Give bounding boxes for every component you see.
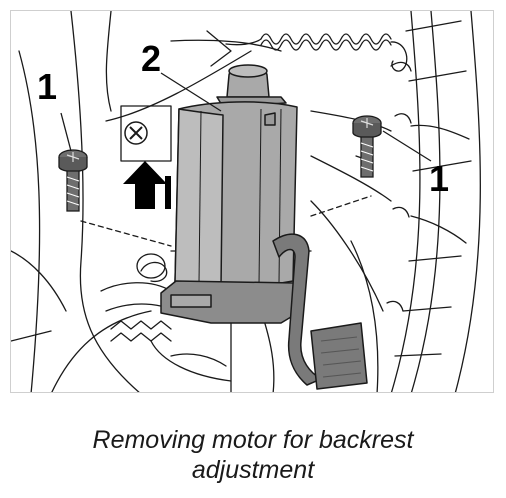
upper-rail	[105, 30, 282, 162]
illustration-frame: 1 2 1	[10, 10, 494, 393]
figure-caption: Removing motor for backrest adjustment	[0, 425, 506, 485]
arrow-up-icon	[123, 161, 171, 209]
tension-spring	[225, 33, 408, 72]
backrest-frame-left	[11, 11, 152, 392]
motor-removal-illustration	[11, 11, 481, 392]
caption-line-1: Removing motor for backrest	[92, 426, 414, 454]
screw-left-icon	[58, 149, 88, 212]
caption-line-2: adjustment	[191, 456, 315, 484]
callout-screw-left: 1	[37, 66, 58, 107]
screw-right-icon	[352, 115, 382, 178]
backrest-motor	[160, 64, 302, 324]
callout-motor: 2	[141, 38, 162, 79]
motor-cable-connector	[272, 233, 368, 390]
callout-leaders	[60, 72, 432, 162]
mounting-hole	[124, 121, 148, 145]
callout-screw-right: 1	[429, 158, 450, 199]
backrest-frame-right	[310, 11, 481, 392]
